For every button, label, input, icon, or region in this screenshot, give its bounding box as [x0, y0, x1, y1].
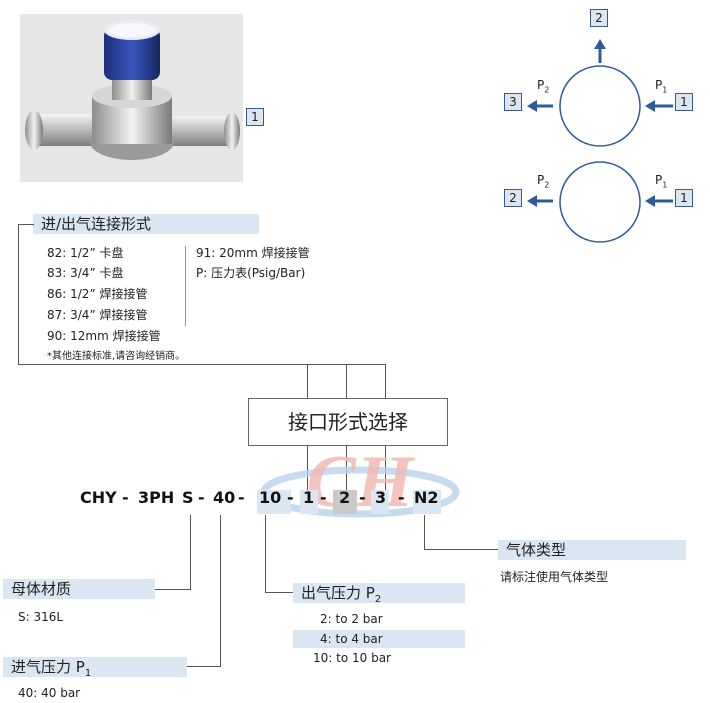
code-series: CHY — [80, 488, 117, 507]
flow-bottom-outlet-2: 2 — [504, 189, 522, 207]
code-sep: - — [122, 488, 129, 507]
code-sep: - — [398, 488, 405, 507]
inlet-pressure-title: 进气压力 P1 — [3, 657, 187, 679]
code-port-2: 2 — [339, 488, 351, 507]
code-bg-1 — [300, 490, 318, 514]
flow-circle-bottom — [559, 161, 641, 243]
code-port-3: 3 — [375, 488, 387, 507]
code-inlet: 40 — [213, 488, 236, 507]
callout-1-photo: 1 — [246, 108, 264, 126]
outlet-pressure-item: 4: to 4 bar — [320, 632, 383, 646]
svg-text:CH: CH — [307, 441, 416, 523]
outlet-pressure-item: 2: to 2 bar — [320, 612, 383, 626]
connection-item: 86: 1/2” 焊接接管 — [47, 287, 148, 301]
code-bg-2 — [333, 490, 357, 514]
code-sep: - — [198, 488, 205, 507]
flow-top-outlet-2: 2 — [590, 9, 608, 27]
code-sep: - — [320, 488, 327, 507]
product-photo — [20, 14, 243, 182]
code-bg-gas — [413, 490, 441, 514]
flow-circle-top — [559, 65, 641, 147]
connection-title: 进/出气连接形式 — [33, 214, 259, 234]
watermark-logo: CH — [260, 441, 460, 523]
flow-bottom-inlet-1: 1 — [675, 189, 693, 207]
gas-type-desc: 请标注使用气体类型 — [500, 570, 609, 584]
flow-top-p1-label: P1 — [655, 78, 668, 95]
flow-bottom-p2-label: P2 — [537, 173, 550, 190]
outlet-pressure-highlight — [293, 630, 465, 648]
gas-type-title: 气体类型 — [498, 540, 686, 560]
connection-item: P: 压力表(Psig/Bar) — [196, 266, 306, 280]
inlet-pressure-item: 40: 40 bar — [18, 686, 81, 700]
code-bg-3 — [371, 490, 389, 514]
flow-diagram — [527, 39, 673, 243]
code-outlet: 10 — [259, 488, 282, 507]
flow-top-p2-label: P2 — [537, 78, 550, 95]
code-port-1: 1 — [303, 488, 315, 507]
connection-note: *其他连接标准,请咨询经销商。 — [47, 351, 186, 362]
body-material-title: 母体材质 — [3, 579, 155, 599]
code-sep: - — [359, 488, 366, 507]
code-sep: - — [238, 488, 245, 507]
flow-top-outlet-3: 3 — [504, 93, 522, 111]
outlet-pressure-item: 10: to 10 bar — [313, 651, 391, 665]
flow-bottom-p1-label: P1 — [655, 173, 668, 190]
body-material-item: S: 316L — [18, 610, 64, 624]
outlet-pressure-title: 出气压力 P2 — [293, 583, 465, 605]
connection-item: 83: 3/4” 卡盘 — [47, 266, 124, 280]
code-material: S — [182, 488, 194, 507]
interface-selection-box: 接口形式选择 — [248, 398, 448, 446]
code-model: 3PH — [138, 488, 175, 507]
code-gas: N2 — [414, 488, 439, 507]
code-bg-outlet — [257, 490, 291, 514]
flow-top-inlet-1: 1 — [675, 93, 693, 111]
connection-item: 90: 12mm 焊接接管 — [47, 329, 161, 343]
connection-item: 82: 1/2” 卡盘 — [47, 246, 124, 260]
code-sep: - — [287, 488, 294, 507]
connection-item: 87: 3/4” 焊接接管 — [47, 308, 148, 322]
connection-item: 91: 20mm 焊接接管 — [196, 246, 310, 260]
